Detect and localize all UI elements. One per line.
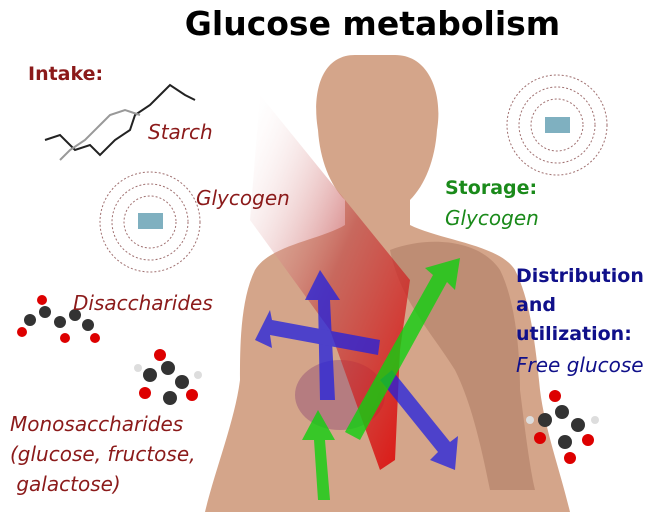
intake-heading: Intake: bbox=[28, 63, 104, 85]
storage-heading: Storage: bbox=[445, 177, 538, 199]
distribution-heading-line3: utilization: bbox=[516, 323, 632, 345]
label-monosaccharides: Monosaccharides bbox=[10, 412, 184, 436]
monosaccharide-molecule-icon bbox=[134, 349, 202, 405]
label-monosaccharides-line2: (glucose, fructose, bbox=[10, 442, 196, 466]
label-glycogen-intake: Glycogen bbox=[196, 186, 290, 210]
glycogen-storage-icon bbox=[506, 74, 608, 176]
distribution-heading-line2: and bbox=[516, 294, 556, 316]
label-free-glucose: Free glucose bbox=[516, 353, 644, 377]
label-glycogen-storage: Glycogen bbox=[445, 206, 539, 230]
starch-molecule-icon bbox=[44, 83, 196, 157]
label-disaccharides: Disaccharides bbox=[73, 291, 213, 315]
free-glucose-molecule-icon bbox=[526, 390, 599, 464]
glycogen-molecule-icon bbox=[99, 171, 201, 273]
distribution-heading: Distribution bbox=[516, 265, 644, 287]
storage-arrows bbox=[302, 258, 460, 500]
intake-funnel bbox=[250, 95, 410, 470]
label-monosaccharides-line3: galactose) bbox=[10, 472, 121, 496]
label-starch: Starch bbox=[148, 120, 213, 144]
distribution-arrows bbox=[255, 270, 458, 470]
disaccharide-molecule-icon bbox=[17, 295, 100, 343]
page-title: Glucose metabolism bbox=[184, 4, 561, 43]
